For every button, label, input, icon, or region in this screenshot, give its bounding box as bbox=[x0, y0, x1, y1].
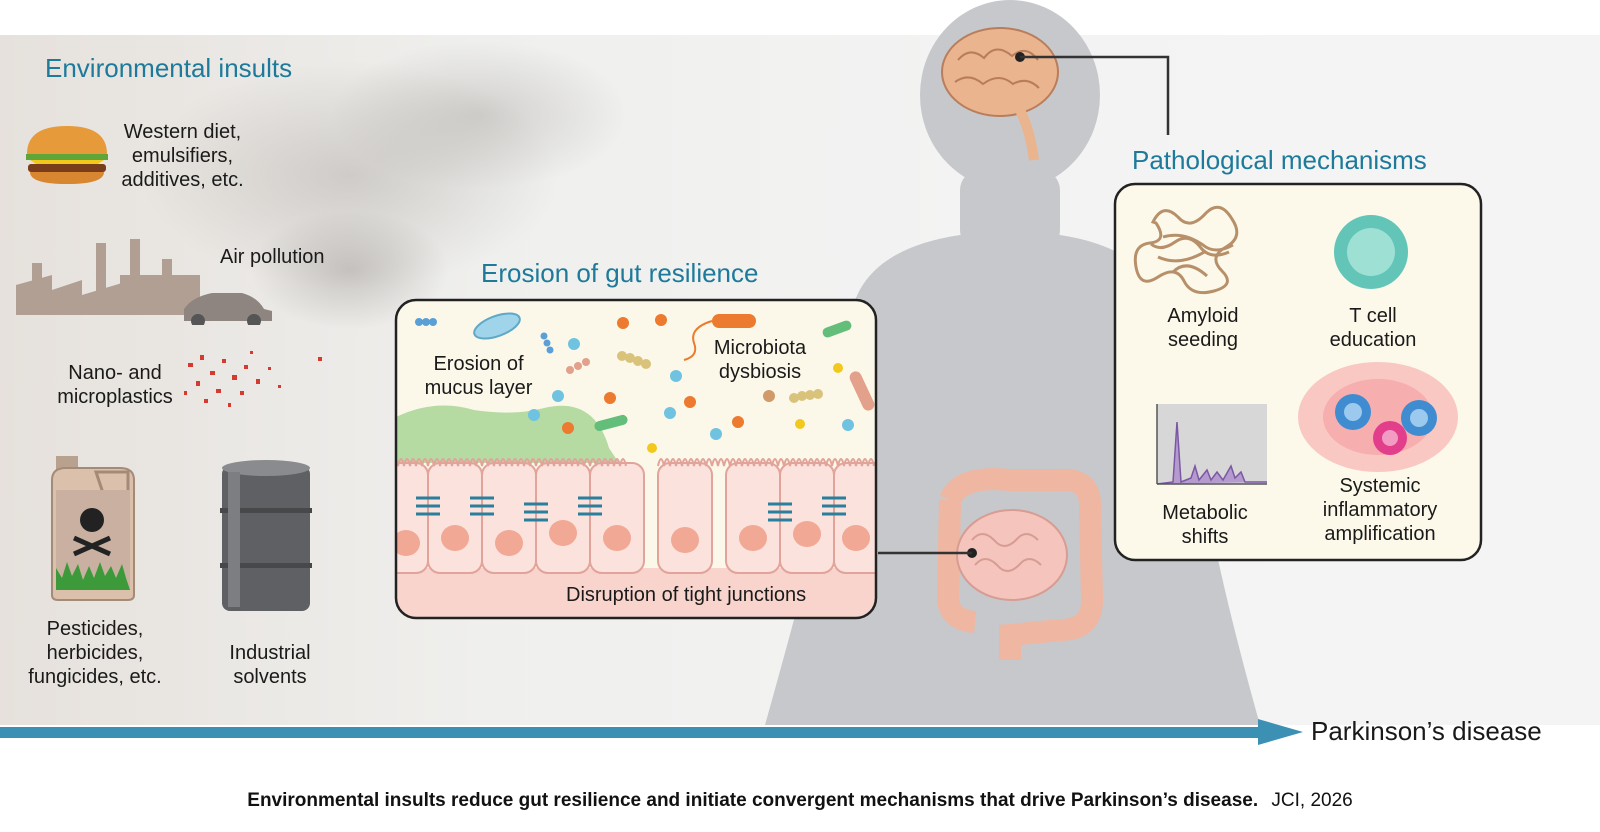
air-pollution-label: Air pollution bbox=[220, 246, 325, 268]
pathological-mechanisms-title: Pathological mechanisms bbox=[1132, 145, 1427, 175]
metabolic-chart-icon bbox=[1156, 404, 1267, 485]
progression-arrow bbox=[0, 719, 1303, 745]
plastics-label: Nano- and microplastics bbox=[57, 362, 173, 408]
amyloid-label: Amyloid seeding bbox=[1167, 305, 1239, 351]
intestine-icon bbox=[936, 468, 1104, 660]
pesticides-label: Pesticides, herbicides, fungicides, etc. bbox=[28, 618, 162, 688]
tight-junctions bbox=[416, 496, 846, 522]
solvents-label: Industrial solvents bbox=[229, 642, 311, 688]
gut-resilience-title: Erosion of gut resilience bbox=[481, 258, 759, 288]
tcell-label: T cell education bbox=[1329, 305, 1417, 351]
dysbiosis-label: Microbiota dysbiosis bbox=[713, 337, 807, 383]
mucus-erosion-label: Erosion of mucus layer bbox=[424, 353, 533, 399]
tight-junctions-label: Disruption of tight junctions bbox=[566, 584, 807, 606]
parkinsons-label: Parkinson’s disease bbox=[1311, 716, 1542, 746]
microbes bbox=[415, 312, 875, 453]
caption-main: Environmental insults reduce gut resilie… bbox=[247, 790, 1259, 811]
systemic-label: Systemic inflammatory amplification bbox=[1322, 475, 1438, 545]
mechanisms-panel bbox=[1113, 182, 1483, 562]
pesticide-jug-icon bbox=[51, 456, 135, 601]
factory-icon bbox=[16, 239, 272, 325]
environmental-insults-title: Environmental insults bbox=[45, 53, 293, 83]
diet-label: Western diet, emulsifiers, additives, et… bbox=[121, 121, 244, 191]
caption-source: JCI, 2026 bbox=[1271, 790, 1353, 811]
epithelial-cells bbox=[396, 462, 876, 574]
smoke-cloud bbox=[140, 60, 560, 290]
gut-panel bbox=[394, 298, 878, 620]
mucus-layer bbox=[396, 405, 619, 463]
amyloid-icon bbox=[1133, 205, 1239, 295]
t-cell-icon bbox=[1334, 215, 1408, 289]
figure-caption: Environmental insults reduce gut resilie… bbox=[0, 790, 1600, 812]
inflammatory-cells-icon bbox=[1298, 362, 1458, 472]
solvent-barrel-icon bbox=[220, 460, 312, 611]
smoke-cloud bbox=[330, 40, 630, 190]
metabolic-label: Metabolic shifts bbox=[1162, 502, 1248, 548]
brain-connector-line bbox=[1020, 55, 1170, 135]
microplastics-icon bbox=[184, 351, 322, 407]
brain-icon bbox=[941, 27, 1059, 161]
burger-icon bbox=[26, 126, 108, 184]
